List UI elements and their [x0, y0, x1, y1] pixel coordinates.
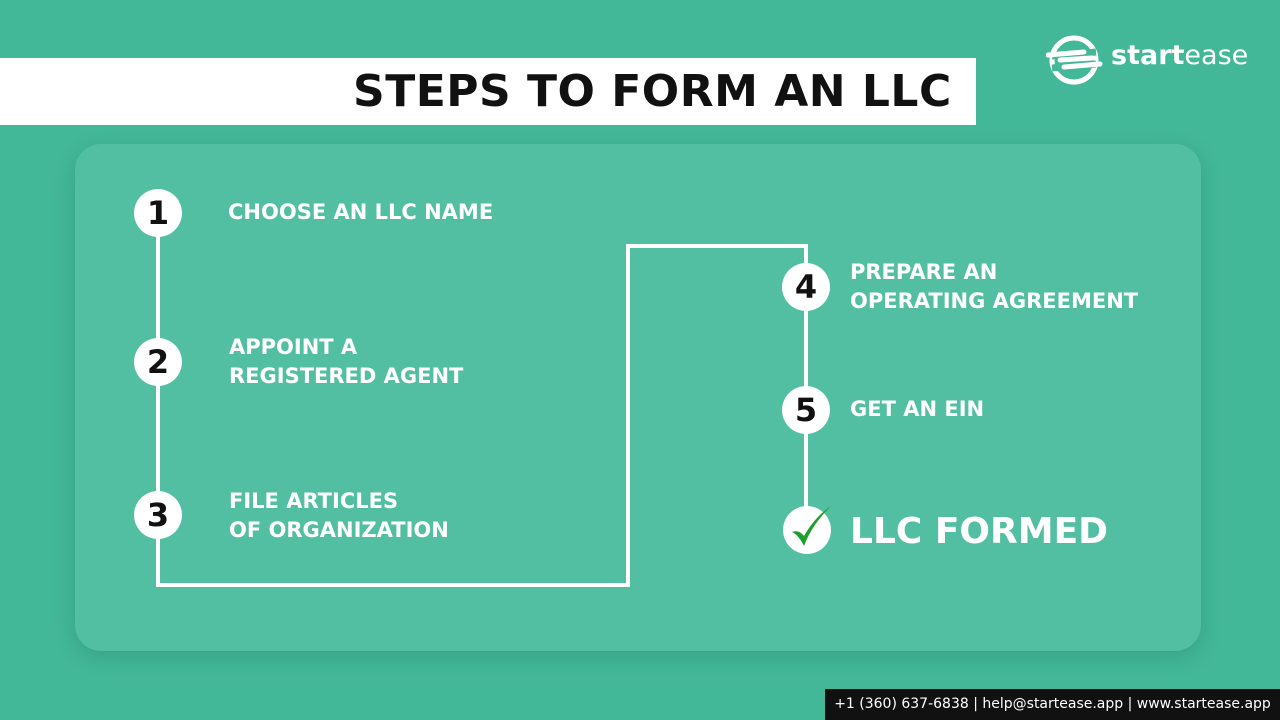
- llc-formed-badge: [783, 506, 831, 554]
- checkmark-icon: [792, 506, 831, 546]
- step-2-label: APPOINT A REGISTERED AGENT: [229, 333, 463, 391]
- steps-card: [75, 144, 1201, 651]
- step-4-number: 4: [782, 263, 830, 311]
- title-band: [0, 58, 976, 125]
- startease-swoosh-icon: [1046, 35, 1103, 85]
- step-5-label: GET AN EIN: [850, 395, 984, 424]
- step-3-label-line-1: FILE ARTICLES: [229, 489, 399, 513]
- page-title: STEPS TO FORM AN LLC: [353, 66, 952, 117]
- brand-name-light: ease: [1184, 40, 1249, 71]
- brand-name: startease: [1111, 36, 1248, 76]
- brand-name-bold: start: [1111, 40, 1185, 71]
- step-1-number: 1: [134, 189, 182, 237]
- step-3-label-line-2: OF ORGANIZATION: [229, 518, 449, 542]
- contact-footer: +1 (360) 637-6838 | help@startease.app |…: [825, 689, 1280, 720]
- step-2-label-line-1: APPOINT A: [229, 335, 358, 359]
- llc-formed-label: LLC FORMED: [850, 511, 1109, 552]
- step-2-label-line-2: REGISTERED AGENT: [229, 364, 464, 388]
- step-5-label-line-1: GET AN EIN: [850, 397, 985, 421]
- step-3-label: FILE ARTICLES OF ORGANIZATION: [229, 487, 449, 545]
- step-4-label-line-1: PREPARE AN: [850, 260, 998, 284]
- step-5-number: 5: [782, 386, 830, 434]
- step-2-number: 2: [134, 338, 182, 386]
- step-1-label: CHOOSE AN LLC NAME: [228, 198, 493, 227]
- step-3-number: 3: [134, 491, 182, 539]
- step-4-label: PREPARE AN OPERATING AGREEMENT: [850, 258, 1138, 316]
- step-4-label-line-2: OPERATING AGREEMENT: [850, 289, 1139, 313]
- step-1-label-line-1: CHOOSE AN LLC NAME: [228, 200, 494, 224]
